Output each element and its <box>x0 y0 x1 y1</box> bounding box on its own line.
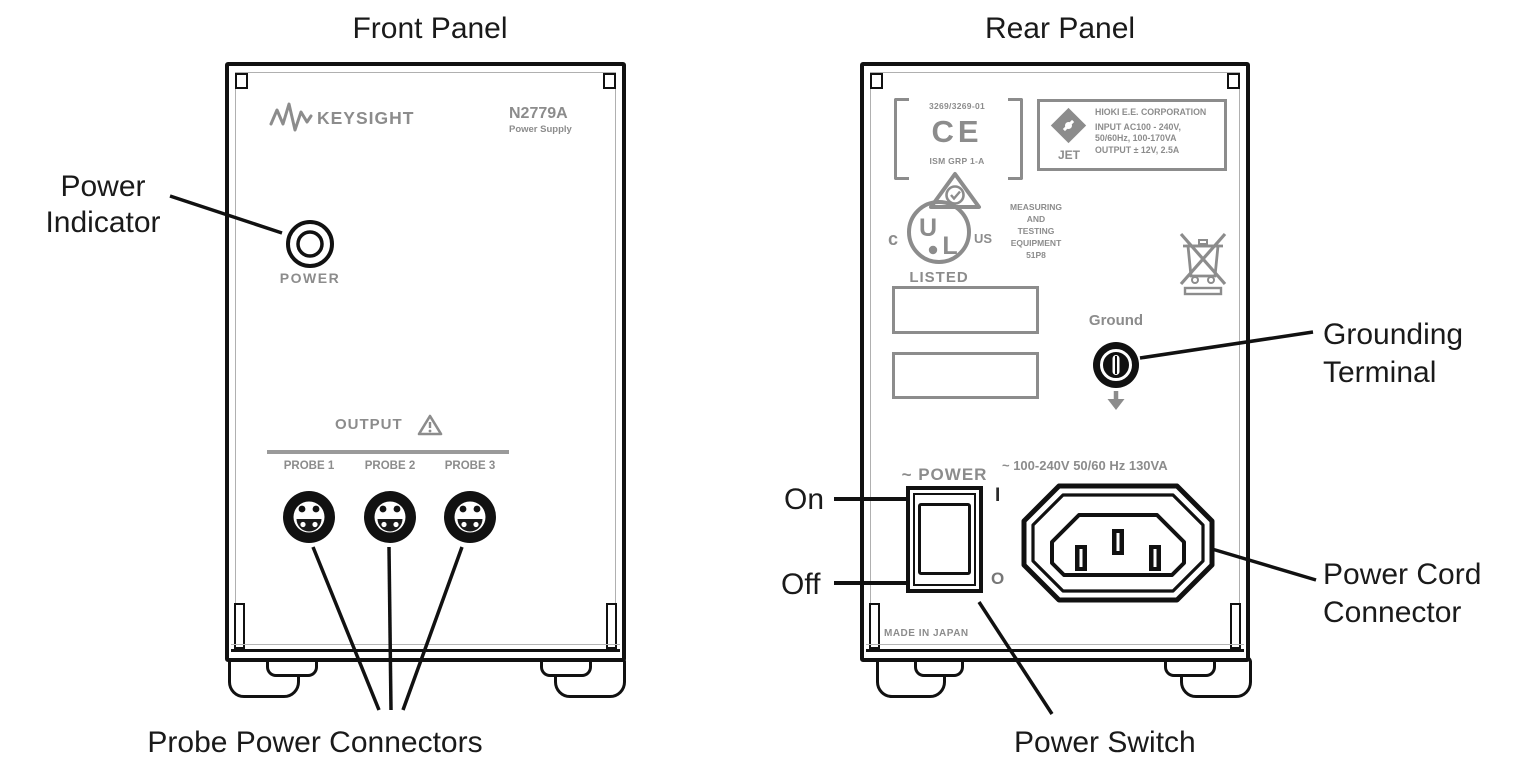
power-indicator-led-icon <box>286 220 334 268</box>
made-in-text: MADE IN JAPAN <box>884 628 969 639</box>
bottom-lip-line <box>231 644 620 645</box>
bottom-lip-line <box>231 649 620 652</box>
corner-tab-icon <box>606 603 617 649</box>
callout-grounding-terminal-line1: Grounding <box>1323 318 1464 351</box>
ul-c-text: c <box>888 229 898 249</box>
ul-desc-line: EQUIPMENT <box>1010 238 1062 248</box>
corner-tab-icon <box>1230 603 1241 649</box>
blank-label <box>892 352 1039 399</box>
model-block: N2779A Power Supply <box>509 105 572 135</box>
callout-power-indicator-line2: Indicator <box>45 206 161 239</box>
rating-label-text: HIOKI E.E. CORPORATION INPUT AC100 - 240… <box>1095 107 1206 156</box>
ce-standard-text: 3269/3269-01 <box>928 101 986 111</box>
ground-label: Ground <box>1088 312 1144 329</box>
front-panel-title: Front Panel <box>352 12 508 45</box>
model-type: Power Supply <box>509 124 572 135</box>
ul-desc-line: AND <box>1026 214 1046 224</box>
rating-output: OUTPUT ± 12V, 2.5A <box>1095 144 1180 155</box>
callout-off: Off <box>781 568 821 601</box>
ce-bracket-icon <box>894 98 909 180</box>
ce-bracket-icon <box>1008 98 1023 180</box>
front-panel-device: KEYSIGHT N2779A Power Supply POWER OUTPU… <box>225 62 626 662</box>
corner-tab-icon <box>234 603 245 649</box>
bottom-lip-line <box>866 649 1244 652</box>
callout-probe-power-connectors: Probe Power Connectors <box>147 726 483 759</box>
probe-label: PROBE 2 <box>364 460 416 472</box>
power-inlet-icon <box>1021 483 1215 603</box>
model-number: N2779A <box>509 105 568 122</box>
ul-letter-l: L <box>942 232 957 260</box>
output-divider <box>267 450 509 454</box>
power-label: POWER <box>279 270 341 286</box>
probe-label: PROBE 3 <box>444 460 496 472</box>
warning-triangle-icon <box>417 414 443 436</box>
rear-panel-device: 3269/3269-01 CE ISM GRP 1-A JET HIOKI E.… <box>860 62 1250 662</box>
callout-grounding-terminal-line2: Terminal <box>1323 356 1437 389</box>
switch-on-mark: I <box>995 485 1001 506</box>
keysight-wave-icon <box>269 102 313 132</box>
panel-inner-outline <box>235 72 616 652</box>
rear-panel-title: Rear Panel <box>984 12 1136 45</box>
screw-tab-icon <box>235 73 248 89</box>
power-switch-label: ~ POWER <box>901 465 988 484</box>
weee-bin-icon <box>1179 232 1227 296</box>
probe-connector-icon <box>444 491 496 543</box>
switch-off-mark: O <box>991 569 1005 588</box>
ul-description: MEASURING AND TESTING EQUIPMENT 51P8 <box>996 201 1076 261</box>
power-switch-rocker <box>918 503 971 575</box>
callout-power-switch: Power Switch <box>1014 726 1196 759</box>
probe-connector-icon <box>364 491 416 543</box>
ce-mark-icon: CE <box>931 114 983 149</box>
ul-letter-u: U <box>919 214 937 242</box>
power-rating-text: ~ 100-240V 50/60 Hz 130VA <box>1002 458 1168 473</box>
rating-company: HIOKI E.E. CORPORATION <box>1095 107 1207 117</box>
output-label: OUTPUT <box>335 416 403 433</box>
probe-connector-icon <box>283 491 335 543</box>
ul-desc-line: 51P8 <box>1026 250 1046 260</box>
callout-on: On <box>784 483 825 516</box>
grounding-terminal-icon <box>1093 342 1139 410</box>
blank-label <box>892 286 1039 334</box>
screw-tab-icon <box>870 73 883 89</box>
rating-label: JET HIOKI E.E. CORPORATION INPUT AC100 -… <box>1037 99 1227 171</box>
jet-mark-text: JET <box>1058 148 1081 162</box>
bottom-lip-line <box>866 644 1244 645</box>
rating-input-1: INPUT AC100 - 240V, <box>1095 121 1181 132</box>
power-switch <box>906 486 983 593</box>
callout-power-cord-line2: Connector <box>1323 596 1462 629</box>
ul-mark-icon: U L c US LISTED <box>888 200 992 286</box>
callout-power-indicator-line1: Power <box>60 170 146 203</box>
corner-tab-icon <box>869 603 880 649</box>
rating-input-2: 50/60Hz, 100-170VA <box>1095 133 1177 144</box>
ul-desc-line: TESTING <box>1017 226 1055 236</box>
power-switch-bezel <box>913 493 976 586</box>
hioki-logo-icon <box>1050 107 1087 144</box>
probe-label: PROBE 1 <box>283 460 335 472</box>
ce-group-text: ISM GRP 1-A <box>929 156 985 166</box>
ul-listed-text: LISTED <box>909 269 968 286</box>
screw-tab-icon <box>1227 73 1240 89</box>
callout-power-cord-line1: Power Cord <box>1323 558 1482 591</box>
ul-us-text: US <box>974 231 992 246</box>
ul-desc-line: MEASURING <box>1010 202 1062 212</box>
screw-tab-icon <box>603 73 616 89</box>
brand-text: KEYSIGHT <box>317 108 415 128</box>
